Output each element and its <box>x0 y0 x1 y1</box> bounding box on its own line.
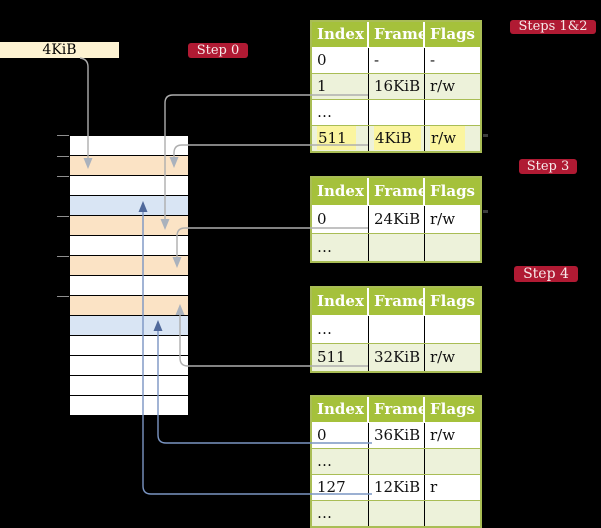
cell-flags: r/w <box>425 126 480 151</box>
cell-flags <box>425 100 480 125</box>
cell-index: … <box>312 501 369 526</box>
highlight: 511 <box>317 126 356 150</box>
cell-index: 1 <box>312 74 369 99</box>
page-table-3: Index Frame Flags … 511 32KiB r/w <box>310 286 482 373</box>
header-flags: Flags <box>430 25 475 43</box>
header-flags: Flags <box>430 182 475 200</box>
badge-step-4: Step 4 <box>514 266 578 282</box>
table-row: … <box>312 500 480 526</box>
table-row: 1 16KiB r/w <box>312 73 480 99</box>
cell-flags: r/w <box>430 77 456 95</box>
header-index: Index <box>312 288 369 315</box>
tick-mark <box>57 156 69 157</box>
cell-frame <box>369 501 425 526</box>
cell-frame: - <box>369 48 425 73</box>
cell-frame <box>369 100 425 125</box>
header-index: Index <box>312 397 369 422</box>
cell-flags <box>425 449 480 474</box>
memory-frame-row-free <box>70 356 188 375</box>
cell-frame: 12KiB <box>369 475 425 500</box>
header-frame: Frame <box>369 178 425 205</box>
cell-index: … <box>312 234 369 261</box>
cell-frame <box>369 316 425 343</box>
cell-flags <box>425 316 480 343</box>
table-row: … <box>312 316 480 343</box>
cell-flags: r/w <box>430 348 456 366</box>
cell-frame: 24KiB <box>369 206 425 233</box>
table-row: 0 24KiB r/w <box>312 206 480 233</box>
header-flags: Flags <box>430 400 475 418</box>
tick-mark <box>57 296 69 297</box>
cell-index: … <box>312 316 369 343</box>
table-header-row: Index Frame Flags <box>312 178 480 206</box>
dash-mark <box>483 134 488 137</box>
header-index: Index <box>312 178 369 205</box>
cell-index: 511 <box>312 126 369 151</box>
tick-mark <box>57 176 69 177</box>
cell-flags: r/w <box>430 426 456 444</box>
table-row: 127 12KiB r <box>312 474 480 500</box>
header-frame: Frame <box>369 288 425 315</box>
cell-frame <box>369 234 425 261</box>
physical-memory-strip <box>69 135 189 416</box>
memory-frame-row-free <box>70 136 188 155</box>
table-row: 0 - - <box>312 48 480 73</box>
cell-index: … <box>312 100 369 125</box>
cell-flags: r/w <box>430 210 456 228</box>
cell-frame: 4KiB <box>369 126 425 151</box>
header-flags: Flags <box>430 292 475 310</box>
badge-steps-1-2: Steps 1&2 <box>510 20 596 34</box>
cell-index: 0 <box>312 206 369 233</box>
cell-index: … <box>312 449 369 474</box>
tick-mark <box>57 135 69 136</box>
tick-mark <box>57 216 69 217</box>
memory-frame-row-free <box>70 336 188 355</box>
table-header-row: Index Frame Flags <box>312 288 480 316</box>
memory-frame-row-data <box>70 196 188 215</box>
cell-flags: r <box>430 478 438 496</box>
table-row: 0 36KiB r/w <box>312 423 480 448</box>
page-table-4: Index Frame Flags 0 36KiB r/w … 127 12Ki… <box>310 395 482 528</box>
header-frame: Frame <box>369 22 425 47</box>
page-table-2: Index Frame Flags 0 24KiB r/w … <box>310 176 482 263</box>
cell-flags <box>425 234 480 261</box>
memory-frame-row-pagetable <box>70 156 188 175</box>
cell-frame: 32KiB <box>369 344 425 371</box>
cell-flags <box>425 501 480 526</box>
badge-step-0: Step 0 <box>188 43 248 58</box>
cell-index: 127 <box>312 475 369 500</box>
table-row: 511 32KiB r/w <box>312 343 480 371</box>
memory-frame-row-free <box>70 276 188 295</box>
cell-frame: 16KiB <box>369 74 425 99</box>
cell-index: 511 <box>312 344 369 371</box>
memory-frame-row-pagetable <box>70 256 188 275</box>
table-row: … <box>312 448 480 474</box>
root-frame-box: 4KiB <box>0 42 119 58</box>
cell-index: 0 <box>312 423 369 448</box>
memory-frame-row-free <box>70 176 188 195</box>
header-frame: Frame <box>369 397 425 422</box>
table-row: … <box>312 233 480 261</box>
highlight: r/w <box>430 126 466 150</box>
memory-frame-row-free <box>70 396 188 415</box>
page-table-1: Index Frame Flags 0 - - 1 16KiB r/w … 51… <box>310 20 482 153</box>
table-header-row: Index Frame Flags <box>312 397 480 423</box>
memory-frame-row-free <box>70 236 188 255</box>
dash-mark <box>483 210 488 213</box>
table-header-row: Index Frame Flags <box>312 22 480 48</box>
memory-frame-row-free <box>70 376 188 395</box>
memory-frame-row-data <box>70 316 188 335</box>
highlight: 4KiB <box>374 126 421 150</box>
table-row-highlighted: 511 4KiB r/w <box>312 125 480 151</box>
badge-step-3: Step 3 <box>519 159 577 174</box>
cell-frame: 36KiB <box>369 423 425 448</box>
table-row: … <box>312 99 480 125</box>
cell-flags: - <box>430 51 436 69</box>
cell-index: 0 <box>312 48 369 73</box>
memory-frame-row-pagetable <box>70 296 188 315</box>
tick-mark <box>57 256 69 257</box>
cell-frame <box>369 449 425 474</box>
header-index: Index <box>312 22 369 47</box>
memory-frame-row-pagetable <box>70 216 188 235</box>
